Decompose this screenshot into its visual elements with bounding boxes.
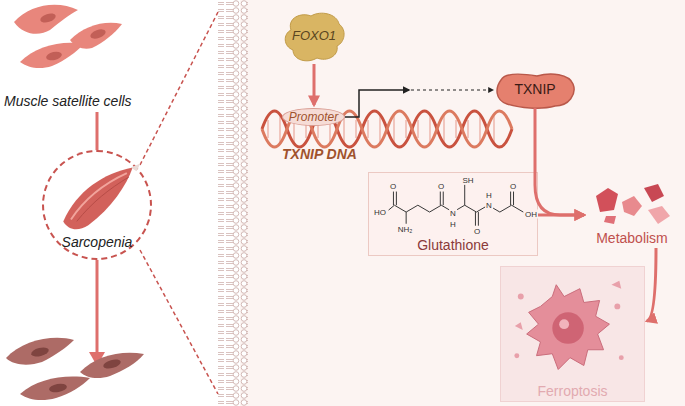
text-label: Muscle satellite cells [4,93,132,109]
atom-label: H [485,191,493,200]
ferroptosis-panel-outline [501,267,644,401]
node-text: Metabolism [586,230,678,246]
connector [345,90,493,117]
atom-label: O [509,182,517,191]
promoter-ellipse: Promoter [282,108,345,126]
connector [538,215,584,216]
atom-label: OH [524,210,538,219]
node-text: Ferroptosis [501,383,644,399]
connector-line [647,248,656,321]
node-text: FOXO1 [283,28,345,43]
text-label: TXNIP DNA [282,146,357,162]
atom-label: O [437,182,445,191]
connector-line [535,108,584,215]
satellite-cells [14,5,122,68]
connector-line [538,214,584,217]
atom-label: N [485,201,493,210]
atom-label: O [473,227,481,236]
node-text: Promoter [283,110,344,124]
connector-dashed [411,89,493,90]
metabolism-fragments: Metabolism [586,182,678,248]
zoom-circle: Sarcopenia [42,150,152,260]
protein-shape: TXNIP [495,72,575,108]
dna-helix [262,111,512,147]
ferroptosis-panel: Ferroptosis [500,266,645,402]
connector [535,108,584,215]
atom-label: SH [461,176,474,185]
connector-solid [345,90,409,117]
atom-label: O [389,182,397,191]
connector [647,248,656,321]
cell-membrane [218,0,248,406]
zoom-line [140,12,218,165]
connector [314,64,315,105]
protein-blob: FOXO1 [283,12,345,62]
node-text: Glutathione [369,237,537,253]
atom-label: N [449,209,457,218]
zoom-line [140,250,218,394]
connector-line [313,64,316,105]
atom-label: HO [373,208,387,217]
atom-label: H [449,220,457,229]
node-text: TXNIP [495,81,575,97]
aged-cells [6,338,144,400]
atom-label: NH₂ [397,225,414,234]
node-text: Sarcopenia [44,234,150,250]
pathway-panel [240,0,685,406]
